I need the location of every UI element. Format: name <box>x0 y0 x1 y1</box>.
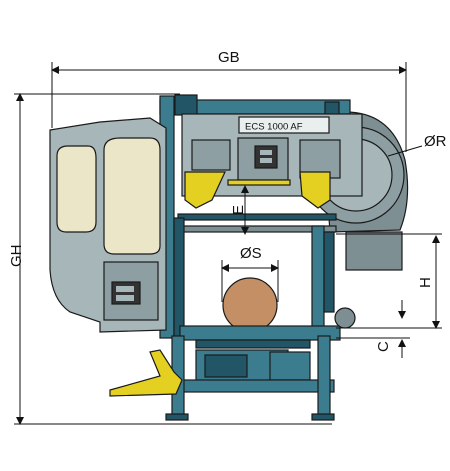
operator-cabin <box>49 117 167 333</box>
r-label: ØR <box>424 133 447 150</box>
right-roller <box>334 307 356 329</box>
brand-plate <box>238 116 330 134</box>
gh-label: GH <box>8 245 25 268</box>
top-beam <box>159 94 351 121</box>
bed-frame <box>171 325 341 393</box>
blade-box <box>345 231 403 271</box>
log-workpiece <box>222 277 278 333</box>
r-leader-line <box>387 145 423 157</box>
logo-mark <box>254 145 278 169</box>
dimension-annotations <box>14 62 442 425</box>
cabin-door-window <box>56 145 97 233</box>
e-label: E <box>230 205 247 215</box>
cabin-front-window <box>103 137 161 255</box>
machine-illustration: ECS 1000 AF <box>49 94 409 421</box>
c-label: C <box>375 341 392 352</box>
blade-guides <box>184 171 331 209</box>
log-loader-arm <box>109 349 183 397</box>
h-label: H <box>417 277 434 288</box>
head-lower-bar <box>177 213 337 221</box>
gb-label: GB <box>218 49 240 66</box>
s-label: ØS <box>240 245 262 262</box>
right-column <box>311 225 335 339</box>
support-legs <box>165 335 335 421</box>
brand-badge-text: ECS 1000 AF <box>245 122 303 133</box>
